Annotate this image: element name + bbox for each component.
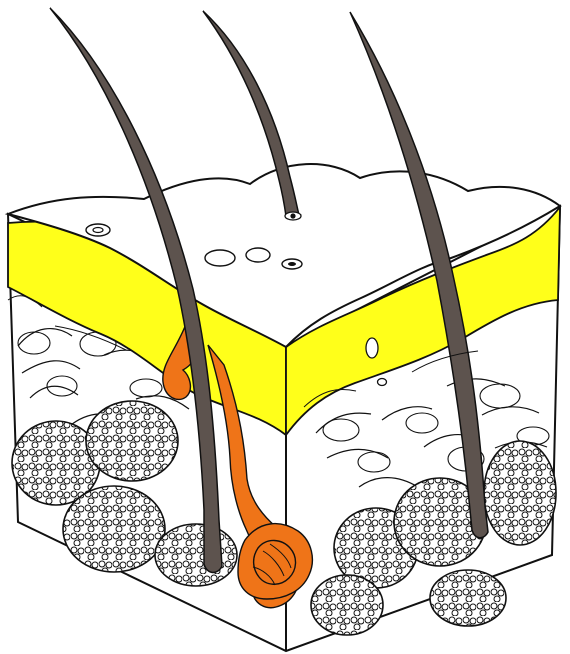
fat-lobule-4: [86, 401, 178, 481]
fat-lobule-3: [155, 524, 237, 586]
fat-lobule-7: [484, 441, 556, 545]
fat-lobule-9: [430, 570, 506, 626]
fat-lobule-2: [63, 486, 165, 572]
fat-lobule-8: [311, 575, 383, 635]
